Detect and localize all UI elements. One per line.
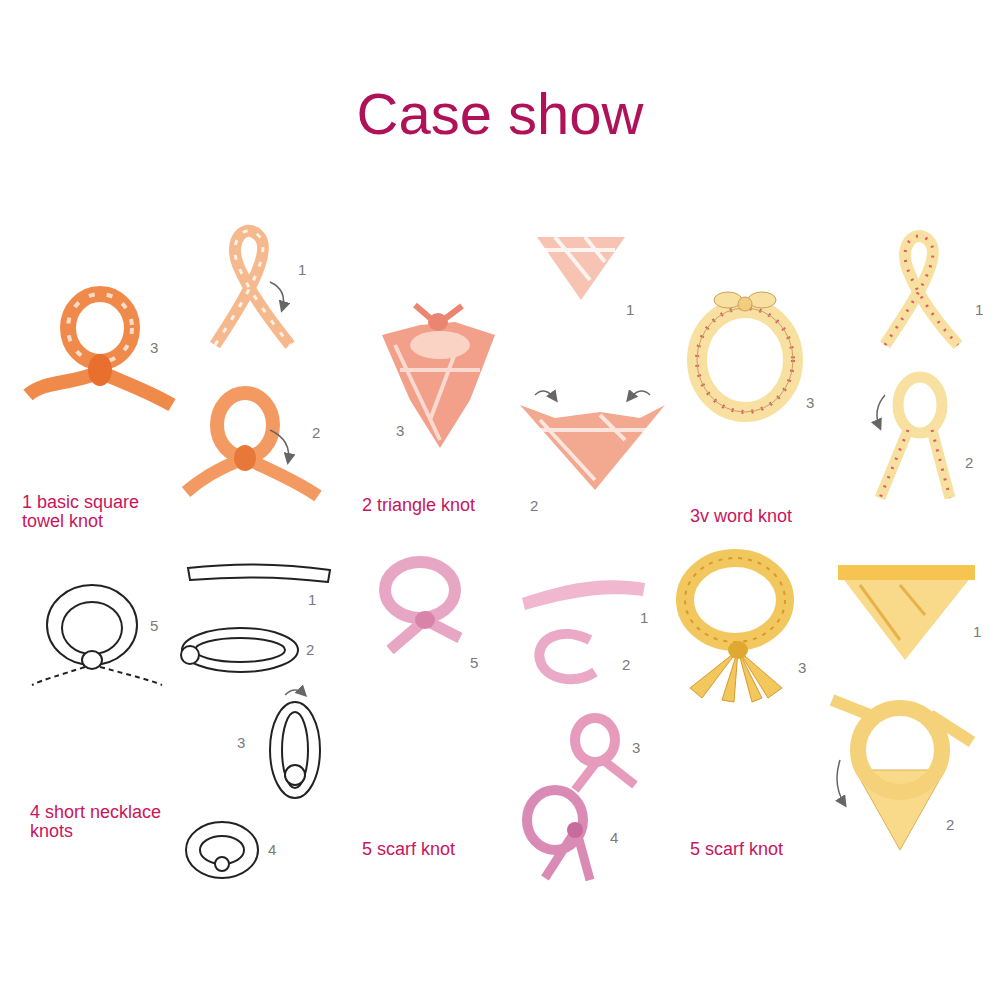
pink-scarf xyxy=(385,562,645,880)
step-number: 1 xyxy=(975,302,983,317)
knot-caption: 5 scarf knot xyxy=(690,840,890,859)
step-number: 3 xyxy=(396,423,404,438)
knot-caption: 5 scarf knot xyxy=(362,840,562,859)
step-number: 5 xyxy=(150,618,158,633)
step-number: 1 xyxy=(973,624,981,639)
knot-caption: 1 basic square towel knot xyxy=(22,493,172,531)
step-number: 3 xyxy=(237,735,245,750)
pink-triangle-scarf xyxy=(382,237,665,490)
cream-dotted-scarf xyxy=(697,236,958,498)
step-number: 2 xyxy=(946,817,954,832)
step-number: 2 xyxy=(965,455,973,470)
step-number: 2 xyxy=(530,498,538,513)
knot-caption: 2 triangle knot xyxy=(362,496,562,515)
step-number: 2 xyxy=(306,642,314,657)
step-number: 1 xyxy=(308,592,316,607)
orange-scarf xyxy=(28,231,318,496)
step-number: 3 xyxy=(632,740,640,755)
step-number: 3 xyxy=(806,395,814,410)
step-number: 4 xyxy=(610,830,618,845)
step-number: 1 xyxy=(298,262,306,277)
yellow-scarf xyxy=(685,558,975,850)
step-number: 4 xyxy=(268,842,276,857)
outline-scarf xyxy=(32,564,330,878)
step-number: 2 xyxy=(622,657,630,672)
step-number: 3 xyxy=(150,340,158,355)
knot-caption: 3v word knot xyxy=(690,507,890,526)
step-number: 1 xyxy=(626,302,634,317)
step-number: 1 xyxy=(640,610,648,625)
step-number: 2 xyxy=(312,425,320,440)
step-number: 5 xyxy=(470,655,478,670)
page-title: Case show xyxy=(0,82,1000,146)
step-number: 3 xyxy=(798,660,806,675)
knot-caption: 4 short necklace knots xyxy=(30,803,195,841)
